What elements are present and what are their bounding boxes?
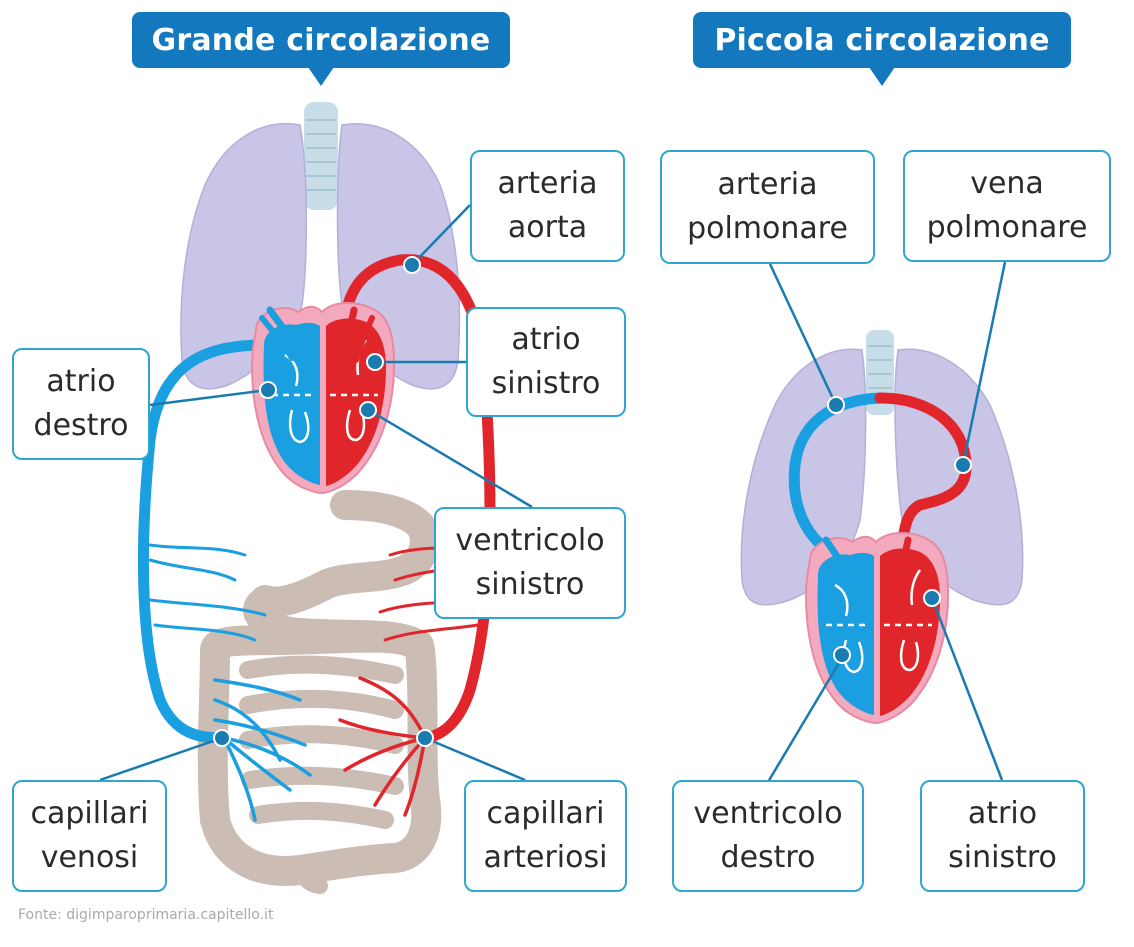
label-capillari-venosi: capillari venosi — [12, 780, 167, 892]
systemic-circulation-illustration — [143, 102, 490, 886]
label-arteria-aorta: arteria aorta — [470, 150, 625, 262]
label-line: capillari — [487, 792, 605, 836]
label-line: ventricolo — [693, 792, 842, 836]
label-line: atrio — [46, 360, 115, 404]
label-atrio-destro: atrio destro — [12, 348, 150, 460]
title-piccola-circolazione: Piccola circolazione — [693, 12, 1071, 68]
trachea-left — [304, 102, 338, 210]
pulmonary-circulation-illustration — [741, 330, 1022, 723]
label-line: polmonare — [687, 207, 848, 251]
label-line: polmonare — [927, 206, 1088, 250]
label-capillari-arteriosi: capillari arteriosi — [464, 780, 627, 892]
label-line: arteriosi — [484, 836, 608, 880]
label-line: venosi — [41, 836, 139, 880]
label-ventricolo-sinistro: ventricolo sinistro — [434, 507, 626, 619]
label-line: arteria — [718, 163, 818, 207]
label-ventricolo-destro: ventricolo destro — [672, 780, 864, 892]
label-vena-polmonare: vena polmonare — [903, 150, 1111, 262]
label-line: sinistro — [476, 563, 585, 607]
label-line: aorta — [508, 206, 587, 250]
label-line: arteria — [498, 162, 598, 206]
label-arteria-polmonare: arteria polmonare — [660, 150, 875, 264]
label-line: capillari — [31, 792, 149, 836]
label-line: vena — [970, 162, 1044, 206]
label-line: ventricolo — [455, 519, 604, 563]
label-line: destro — [34, 404, 129, 448]
label-line: atrio — [511, 318, 580, 362]
heart-left — [252, 303, 394, 493]
source-credit: Fonte: digimparoprimaria.capitello.it — [18, 907, 273, 923]
label-atrio-sinistro-grande: atrio sinistro — [466, 307, 626, 417]
label-line: destro — [721, 836, 816, 880]
label-line: sinistro — [948, 836, 1057, 880]
heart-right — [806, 533, 948, 723]
label-atrio-sinistro-piccola: atrio sinistro — [920, 780, 1085, 892]
label-line: atrio — [968, 792, 1037, 836]
label-line: sinistro — [492, 362, 601, 406]
title-grande-circolazione: Grande circolazione — [132, 12, 510, 68]
